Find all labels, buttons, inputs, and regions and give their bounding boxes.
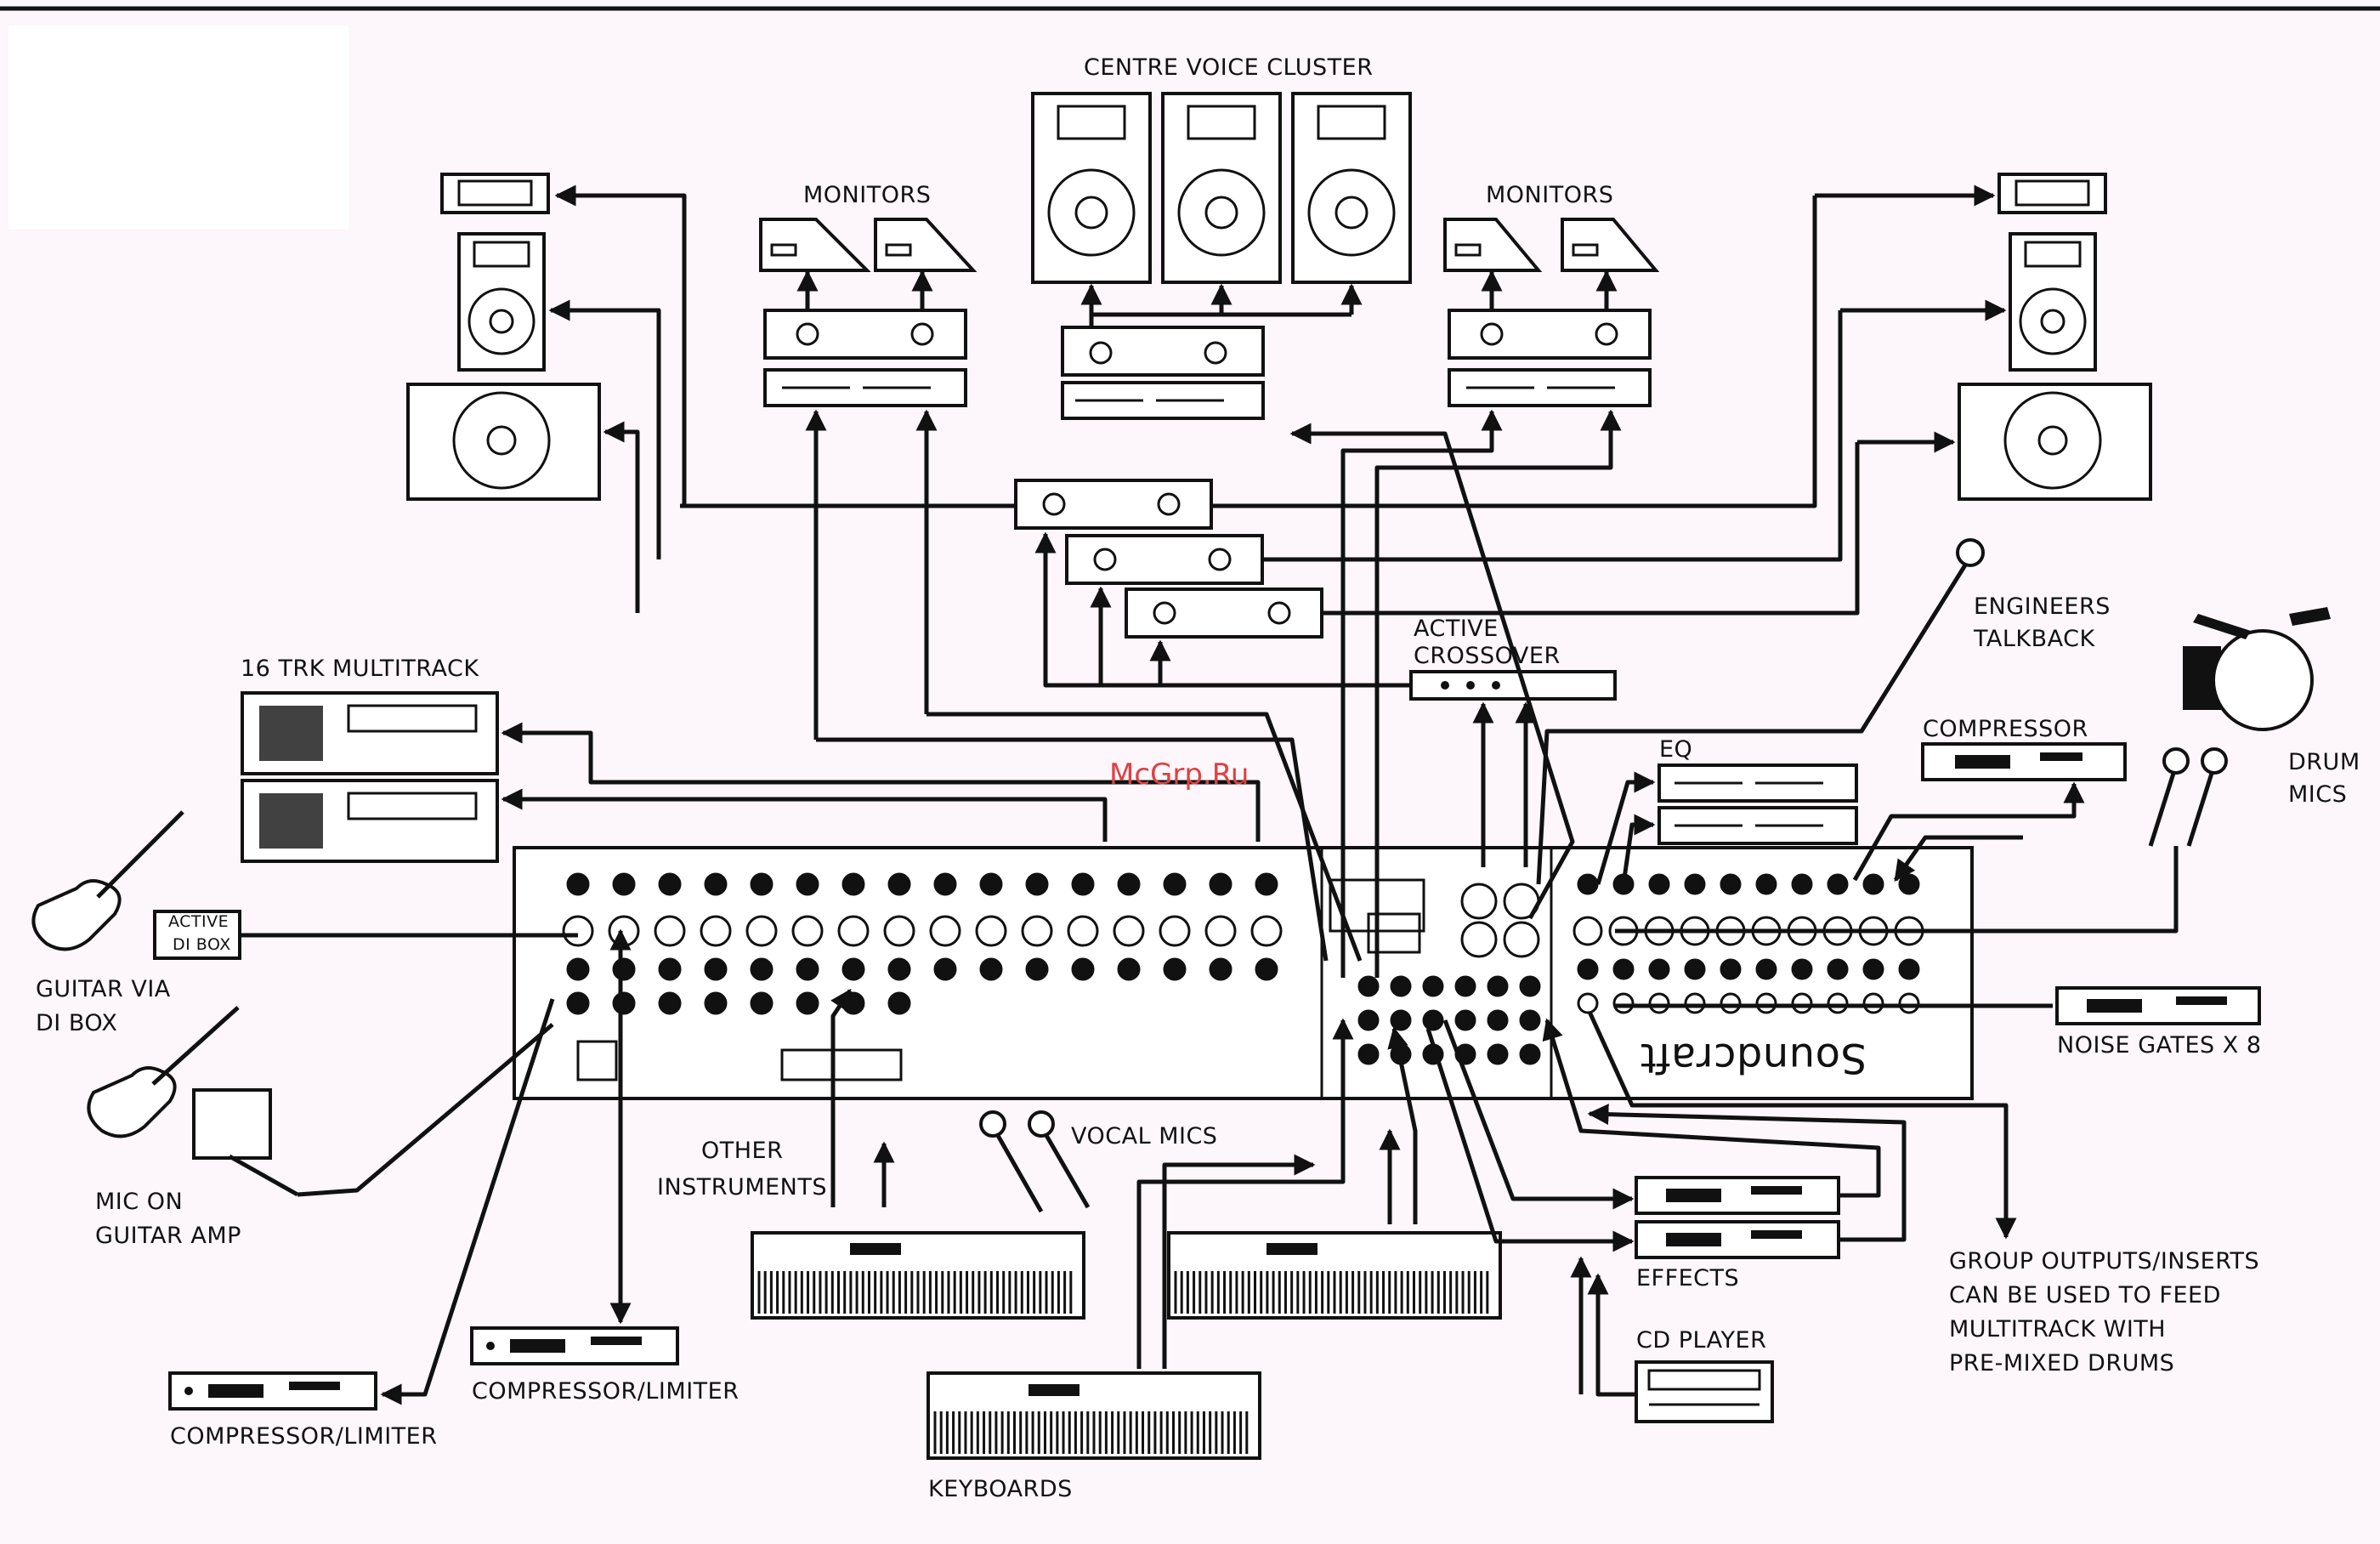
label-guitar-amp: GUITAR AMP [95, 1223, 241, 1249]
main-speakers-right [1958, 173, 2152, 501]
label-effects: EFFECTS [1636, 1265, 1739, 1291]
label-engineers: ENGINEERS [1974, 593, 2111, 620]
main-power-amps [1014, 479, 1323, 639]
keyboards [751, 1231, 1502, 1460]
effects-units [1635, 1176, 1840, 1259]
label-comp-lim-1: COMPRESSOR/LIMITER [170, 1423, 437, 1450]
multitrack-recorder [241, 691, 499, 863]
label-monitors-right: MONITORS [1486, 182, 1613, 208]
main-speakers-left [406, 173, 601, 501]
label-mic-on: MIC ON [95, 1189, 183, 1215]
label-group-3: MULTITRACK WITH [1949, 1316, 2166, 1342]
label-active-2: CROSSOVER [1414, 643, 1561, 669]
monitor-amp-right [1448, 309, 1652, 407]
watermark: McGrp.Ru [1109, 758, 1249, 792]
label-di-box-1: ACTIVE [168, 912, 229, 931]
label-keyboards: KEYBOARDS [928, 1476, 1073, 1502]
label-centre-voice-cluster: CENTRE VOICE CLUSTER [1084, 54, 1373, 81]
console-brand: Soundcraft [1640, 1034, 1867, 1081]
label-other: OTHER [701, 1138, 783, 1164]
centre-voice-cluster [1031, 92, 1412, 284]
monitor-amp-left [763, 309, 967, 407]
drum-mics [2148, 747, 2228, 847]
label-di-box-2: DI BOX [173, 935, 231, 954]
compressor-limiter-1 [168, 1371, 377, 1411]
eq-units [1658, 763, 1858, 845]
cluster-amp [1061, 326, 1265, 420]
label-multitrack: 16 TRK MULTITRACK [241, 656, 479, 682]
drum-kit [2183, 607, 2331, 731]
label-compressor: COMPRESSOR [1923, 716, 2088, 742]
label-talkback: TALKBACK [1973, 626, 2095, 652]
label-instruments: INSTRUMENTS [657, 1174, 827, 1201]
label-group-1: GROUP OUTPUTS/INSERTS [1949, 1248, 2259, 1274]
vocal-mics [979, 1110, 1091, 1213]
noise-gates [2055, 986, 2261, 1025]
label-drum: DRUM [2288, 749, 2360, 775]
text-labels: CENTRE VOICE CLUSTER MONITORS MONITORS 1… [36, 54, 2360, 1502]
label-comp-lim-2: COMPRESSOR/LIMITER [472, 1378, 739, 1405]
label-monitors-left: MONITORS [803, 182, 931, 208]
guitar-amp [87, 1006, 299, 1197]
label-eq: EQ [1659, 736, 1692, 763]
label-active-1: ACTIVE [1414, 616, 1499, 642]
talkback-mic [1923, 538, 1985, 631]
mixing-console [513, 846, 1974, 1100]
signal-lines [240, 184, 2179, 1405]
monitor-wedges-left [759, 218, 978, 272]
guitar-di [31, 810, 241, 960]
label-vocal-mics: VOCAL MICS [1071, 1123, 1217, 1149]
label-group-4: PRE-MIXED DRUMS [1949, 1350, 2174, 1377]
compressor-limiter-2 [470, 1326, 679, 1365]
label-di-box: DI BOX [36, 1010, 117, 1036]
label-noise-gates: NOISE GATES X 8 [2057, 1032, 2262, 1059]
compressor-unit [1921, 742, 2127, 781]
cd-player [1635, 1360, 1774, 1423]
label-cd-player: CD PLAYER [1636, 1327, 1766, 1354]
label-group-2: CAN BE USED TO FEED [1949, 1282, 2221, 1308]
active-crossover [1409, 670, 1617, 701]
label-guitar-via: GUITAR VIA [36, 976, 171, 1002]
monitor-wedges-right [1443, 218, 1660, 272]
label-mics: MICS [2288, 781, 2347, 808]
